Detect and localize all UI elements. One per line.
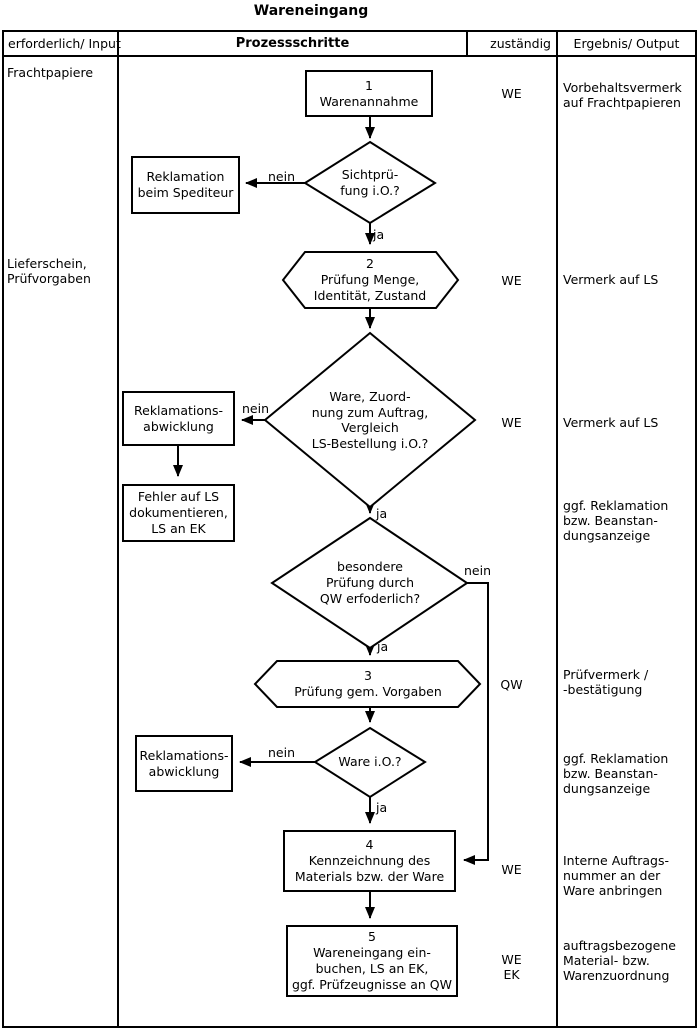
node-reklamationsabwicklung-2: Reklamations- abwicklung — [135, 735, 233, 792]
header-responsible: zuständig — [490, 36, 551, 51]
page-title: Wareneingang — [253, 3, 369, 19]
header-output: Ergebnis/ Output — [573, 36, 680, 51]
node-step1: 1 Warenannahme — [305, 70, 433, 117]
output-warenzuordnung: auftragsbezogene Material- bzw. Warenzuo… — [563, 938, 676, 983]
decision-sichtpruefung-shape — [303, 140, 437, 225]
table-border-right — [695, 30, 697, 1028]
edge-label-ja-2: ja — [376, 506, 388, 521]
table-border-left — [2, 30, 4, 1028]
arrow-qw-nein-to-step4 — [463, 582, 489, 865]
responsible-step5: WE EK — [501, 952, 522, 982]
output-vorbehaltsvermerk: Vorbehaltsvermerk auf Frachtpapieren — [563, 80, 682, 110]
edge-label-nein-3: nein — [464, 563, 492, 578]
edge-label-nein-2: nein — [242, 401, 270, 416]
decision-ware-io-label: Ware i.O.? — [338, 754, 402, 769]
column-divider-input — [117, 30, 119, 1028]
header-divider-responsible — [466, 30, 468, 57]
decision-qw-shape — [270, 516, 469, 650]
output-reklamation-2: ggf. Reklamation bzw. Beanstan- dungsanz… — [563, 751, 669, 796]
edge-label-ja-4: ja — [376, 800, 388, 815]
step3-label: 3 Prüfung gem. Vorgaben — [294, 668, 442, 699]
node-step4: 4 Kennzeichnung des Materials bzw. der W… — [283, 830, 456, 892]
step2-hexagon-shape — [281, 251, 460, 309]
decision-sichtpruefung-label: Sichtprü- fung i.O.? — [340, 167, 400, 198]
step3-hexagon-shape — [253, 660, 482, 708]
output-vermerk-ls-2: Vermerk auf LS — [563, 415, 659, 430]
output-pruefvermerk: Prüfvermerk / -bestätigung — [563, 667, 649, 697]
edge-label-ja-1: ja — [373, 227, 385, 242]
node-reklamation-spediteur: Reklamation beim Spediteur — [131, 156, 240, 214]
input-frachtpapiere: Frachtpapiere — [7, 65, 94, 80]
output-vermerk-ls-1: Vermerk auf LS — [563, 272, 659, 287]
output-reklamation-1: ggf. Reklamation bzw. Beanstan- dungsanz… — [563, 498, 669, 543]
column-divider-output — [556, 30, 558, 1028]
responsible-step3: QW — [500, 677, 523, 692]
node-fehler-ls: Fehler auf LS dokumentieren, LS an EK — [122, 484, 235, 542]
edge-label-nein-4: nein — [268, 745, 296, 760]
input-lieferschein: Lieferschein, Prüfvorgaben — [7, 256, 91, 286]
edge-label-ja-3: ja — [377, 639, 389, 654]
header-divider — [2, 55, 697, 57]
responsible-step2: WE — [501, 273, 522, 288]
responsible-step1: WE — [501, 86, 522, 101]
decision-ware-io-shape — [313, 726, 427, 799]
table-border-bottom — [2, 1026, 697, 1028]
decision-qw-label: besondere Prüfung durch QW erfoderlich? — [319, 559, 421, 606]
table-border-top — [2, 30, 697, 32]
node-step5: 5 Wareneingang ein- buchen, LS an EK, gg… — [286, 925, 458, 997]
step2-label: 2 Prüfung Menge, Identität, Zustand — [313, 256, 427, 303]
decision-zuordnung-label: Ware, Zuord- nung zum Auftrag, Vergleich… — [311, 389, 429, 451]
responsible-step4: WE — [501, 862, 522, 877]
header-process: Prozessschritte — [235, 36, 350, 51]
node-reklamationsabwicklung-1: Reklamations- abwicklung — [122, 391, 235, 446]
output-auftragsnummer: Interne Auftrags- nummer an der Ware anb… — [563, 853, 670, 898]
edge-label-nein-1: nein — [268, 169, 296, 184]
header-input: erforderlich/ Input — [8, 36, 121, 51]
decision-zuordnung-shape — [263, 331, 477, 509]
responsible-zuordnung: WE — [501, 415, 522, 430]
